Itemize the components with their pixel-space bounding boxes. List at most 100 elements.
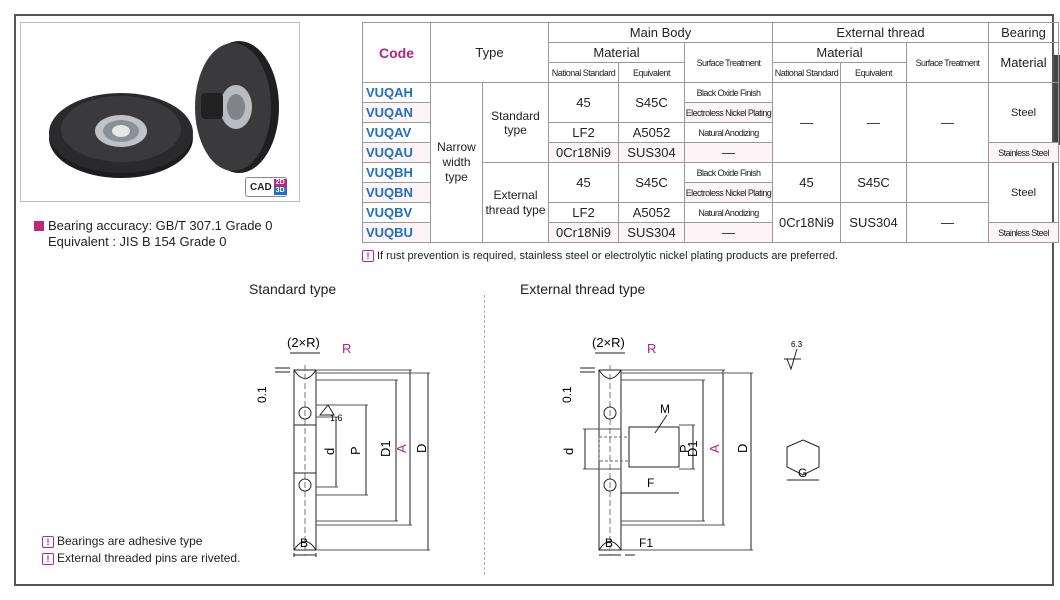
cad-badge[interactable]: CAD 2D 3D [245, 177, 287, 197]
mat-cell: 45 [548, 162, 619, 203]
bearing-material-header: Material [988, 42, 1059, 83]
roughness-6-3: 6.3 [791, 340, 803, 349]
et-eq-cell: — [840, 82, 907, 163]
bearing-accuracy: Bearing accuracy: GB/T 307.1 Grade 0 [48, 218, 273, 233]
dim-F1: F1 [639, 536, 653, 550]
dim-R: R [342, 341, 351, 356]
st-cell: Natural Anodizing [684, 122, 773, 143]
dim-B: B [605, 536, 613, 550]
eq-cell: A5052 [618, 202, 685, 223]
dim-0-1: 0.1 [255, 386, 269, 403]
dim-R: R [647, 341, 656, 356]
et-st-cell: — [906, 202, 989, 243]
st-cell: — [684, 142, 773, 163]
dim-2xR: (2×R) [287, 335, 320, 350]
et-st-empty [906, 162, 989, 203]
et-material-header: Material [772, 42, 907, 63]
pulley-image [49, 41, 279, 178]
et-national-standard-header: National Standard [772, 62, 841, 83]
main-body-header: Main Body [548, 22, 773, 43]
st-cell: Electroless Nickel Plating [684, 102, 773, 123]
dim-D: D [414, 444, 429, 453]
narrow-width-type: Narrow width type [430, 82, 483, 243]
product-frame [14, 14, 1054, 586]
code-cell[interactable]: VUQAU [362, 142, 431, 163]
note-adhesive: Bearings are adhesive type [57, 534, 203, 548]
st-cell: Electroless Nickel Plating [684, 182, 773, 203]
mat-cell: LF2 [548, 202, 619, 223]
et-mat-cell: — [772, 82, 841, 163]
dim-A: A [394, 444, 409, 453]
dim-P: P [677, 444, 692, 453]
eq-cell: A5052 [618, 122, 685, 143]
bottom-notes: !Bearings are adhesive type !External th… [42, 533, 240, 567]
st-cell: Natural Anodizing [684, 202, 773, 223]
bearing-mat-cell: Stainless Steel [988, 222, 1059, 243]
warning-icon: ! [42, 553, 54, 565]
st-cell: Black Oxide Finish [684, 82, 773, 103]
mat-cell: 0Cr18Ni9 [548, 222, 619, 243]
table-note: !If rust prevention is required, stainle… [362, 250, 838, 262]
bullet-icon [34, 221, 44, 231]
type-header: Type [430, 22, 549, 83]
dim-d: d [322, 448, 337, 455]
bearing-header: Bearing [988, 22, 1059, 43]
eq-cell: SUS304 [618, 222, 685, 243]
et-equivalent-header: Equivalent [840, 62, 907, 83]
eq-cell: S45C [618, 162, 685, 203]
code-cell[interactable]: VUQAH [362, 82, 431, 103]
dim-M: M [660, 402, 670, 416]
et-st-cell: — [906, 82, 989, 163]
et-eq-cell: SUS304 [840, 202, 907, 243]
mat-cell: 0Cr18Ni9 [548, 142, 619, 163]
code-cell[interactable]: VUQBN [362, 182, 431, 203]
standard-type-drawing: (2×R) R 0.1 1.6 d P D1 A D B [255, 335, 430, 557]
st-cell: Black Oxide Finish [684, 162, 773, 183]
dim-P: P [348, 446, 363, 455]
warning-icon: ! [42, 536, 54, 548]
et-mat-cell: 45 [772, 162, 841, 203]
warning-icon: ! [362, 250, 374, 262]
bearing-mat-cell: Steel [988, 82, 1059, 143]
dim-1-6: 1.6 [330, 413, 343, 423]
external-thread-type: External thread type [482, 162, 549, 243]
eq-cell: S45C [618, 82, 685, 123]
cad-label: CAD [250, 181, 272, 193]
dim-D1: D1 [378, 440, 393, 457]
bearing-note: Bearing accuracy: GB/T 307.1 Grade 0 Equ… [34, 218, 273, 250]
external-thread-header: External thread [772, 22, 989, 43]
code-cell[interactable]: VUQBH [362, 162, 431, 183]
material-header: Material [548, 42, 685, 63]
code-cell[interactable]: VUQAN [362, 102, 431, 123]
code-cell[interactable]: VUQBV [362, 202, 431, 223]
dim-A: A [707, 444, 722, 453]
et-mat-cell: 0Cr18Ni9 [772, 202, 841, 243]
dim-d: d [561, 448, 576, 455]
dim-D1: D1 [685, 440, 700, 457]
spec-table: Code Type Main Body External thread Bear… [362, 22, 1059, 243]
dim-D: D [735, 444, 750, 453]
et-eq-cell: S45C [840, 162, 907, 203]
mat-cell: LF2 [548, 122, 619, 143]
bearing-equivalent: Equivalent : JIS B 154 Grade 0 [48, 234, 227, 249]
code-header: Code [362, 22, 431, 83]
dim-0-1: 0.1 [560, 386, 574, 403]
drawing-divider [484, 295, 485, 575]
note-riveted: External threaded pins are riveted. [57, 551, 241, 565]
national-standard-header: National Standard [548, 62, 619, 83]
dim-B: B [300, 536, 308, 550]
external-type-title: External thread type [520, 281, 646, 297]
product-photo [20, 22, 300, 202]
bearing-mat-cell: Steel [988, 162, 1059, 223]
code-cell[interactable]: VUQBU [362, 222, 431, 243]
dim-F: F [647, 476, 654, 490]
dim-2xR: (2×R) [592, 335, 625, 350]
mat-cell: 45 [548, 82, 619, 123]
surface-treatment-header: Surface Treatment [684, 42, 773, 83]
external-thread-drawing: (2×R) R 0.1 M d P D1 A D F B F1 6.3 G [560, 335, 820, 556]
cad-3d: 3D [273, 187, 287, 195]
equivalent-header: Equivalent [618, 62, 685, 83]
standard-type-title: Standard type [249, 281, 337, 297]
st-cell: — [684, 222, 773, 243]
code-cell[interactable]: VUQAV [362, 122, 431, 143]
